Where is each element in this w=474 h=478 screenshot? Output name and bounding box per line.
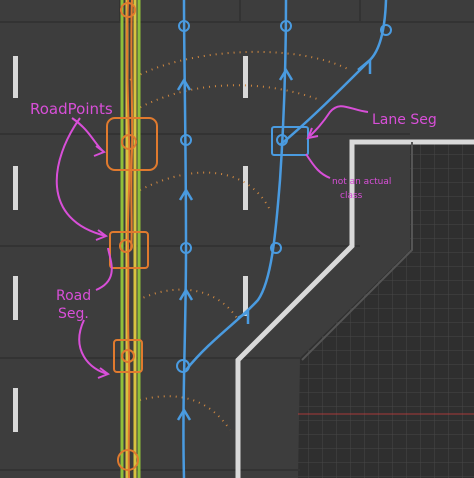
road-point-3[interactable] [121,349,135,363]
road-points-label: RoadPoints [30,100,113,118]
road-path [126,0,134,478]
road-point-2[interactable] [119,239,133,253]
road-point-box-2[interactable] [109,231,149,269]
road-point-4[interactable] [117,449,139,471]
road-seg-label-line2: Seg. [58,306,89,322]
lane-markings [13,56,248,432]
shoulder-edge [301,142,413,361]
lane-line-2 [185,0,288,371]
lane-seg-label: Lane Seg [372,112,437,128]
road-point-0[interactable] [120,2,136,18]
road-point-1[interactable] [121,134,137,150]
lane-nodes[interactable] [176,20,392,373]
not-actual-label-line1: not an actual [332,177,391,187]
road-point-box-1[interactable] [106,117,158,171]
not-actual-label-line2: class [340,191,363,201]
road-seg-label-line1: Road [56,288,91,304]
annotation-arrows [55,105,369,379]
lane-line-1 [182,0,188,478]
dotted-guides [129,50,351,431]
ground-grid [298,140,474,478]
road-point-box-3[interactable] [113,339,143,373]
lane-arrows [176,57,372,421]
